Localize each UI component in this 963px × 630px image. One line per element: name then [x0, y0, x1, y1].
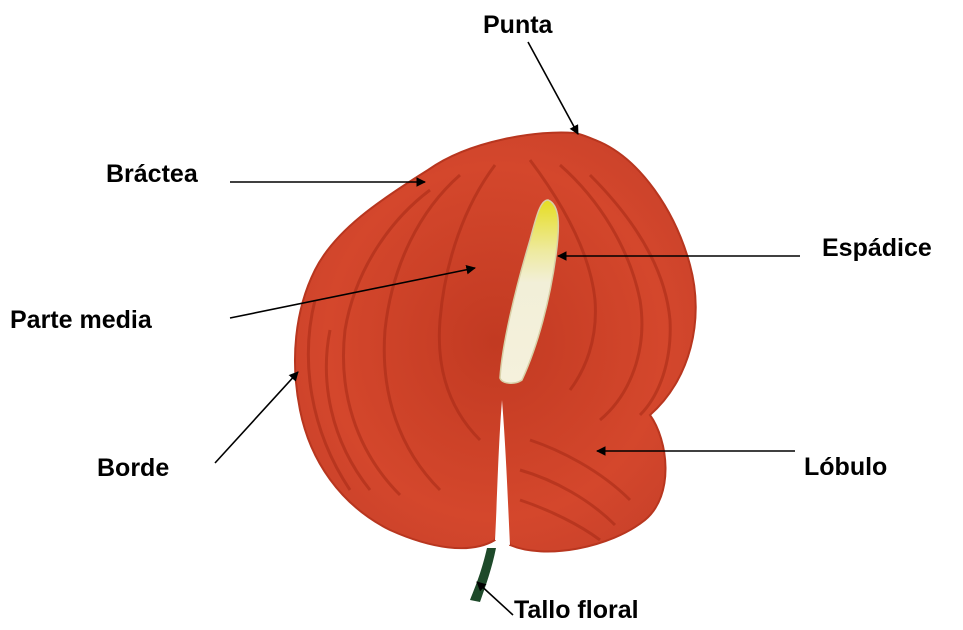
stem-shape: [470, 548, 496, 602]
label-espadice: Espádice: [822, 236, 932, 261]
label-lobulo: Lóbulo: [804, 455, 887, 480]
label-tallo-floral: Tallo floral: [514, 598, 639, 623]
label-parte-media: Parte media: [10, 308, 152, 333]
bract-shape: [295, 132, 696, 551]
pointer-punta: [528, 42, 578, 134]
label-bractea: Bráctea: [106, 162, 198, 187]
pointer-tallo-floral: [477, 582, 513, 615]
label-borde: Borde: [97, 456, 169, 481]
pointer-borde: [215, 372, 298, 463]
label-punta: Punta: [483, 13, 552, 38]
